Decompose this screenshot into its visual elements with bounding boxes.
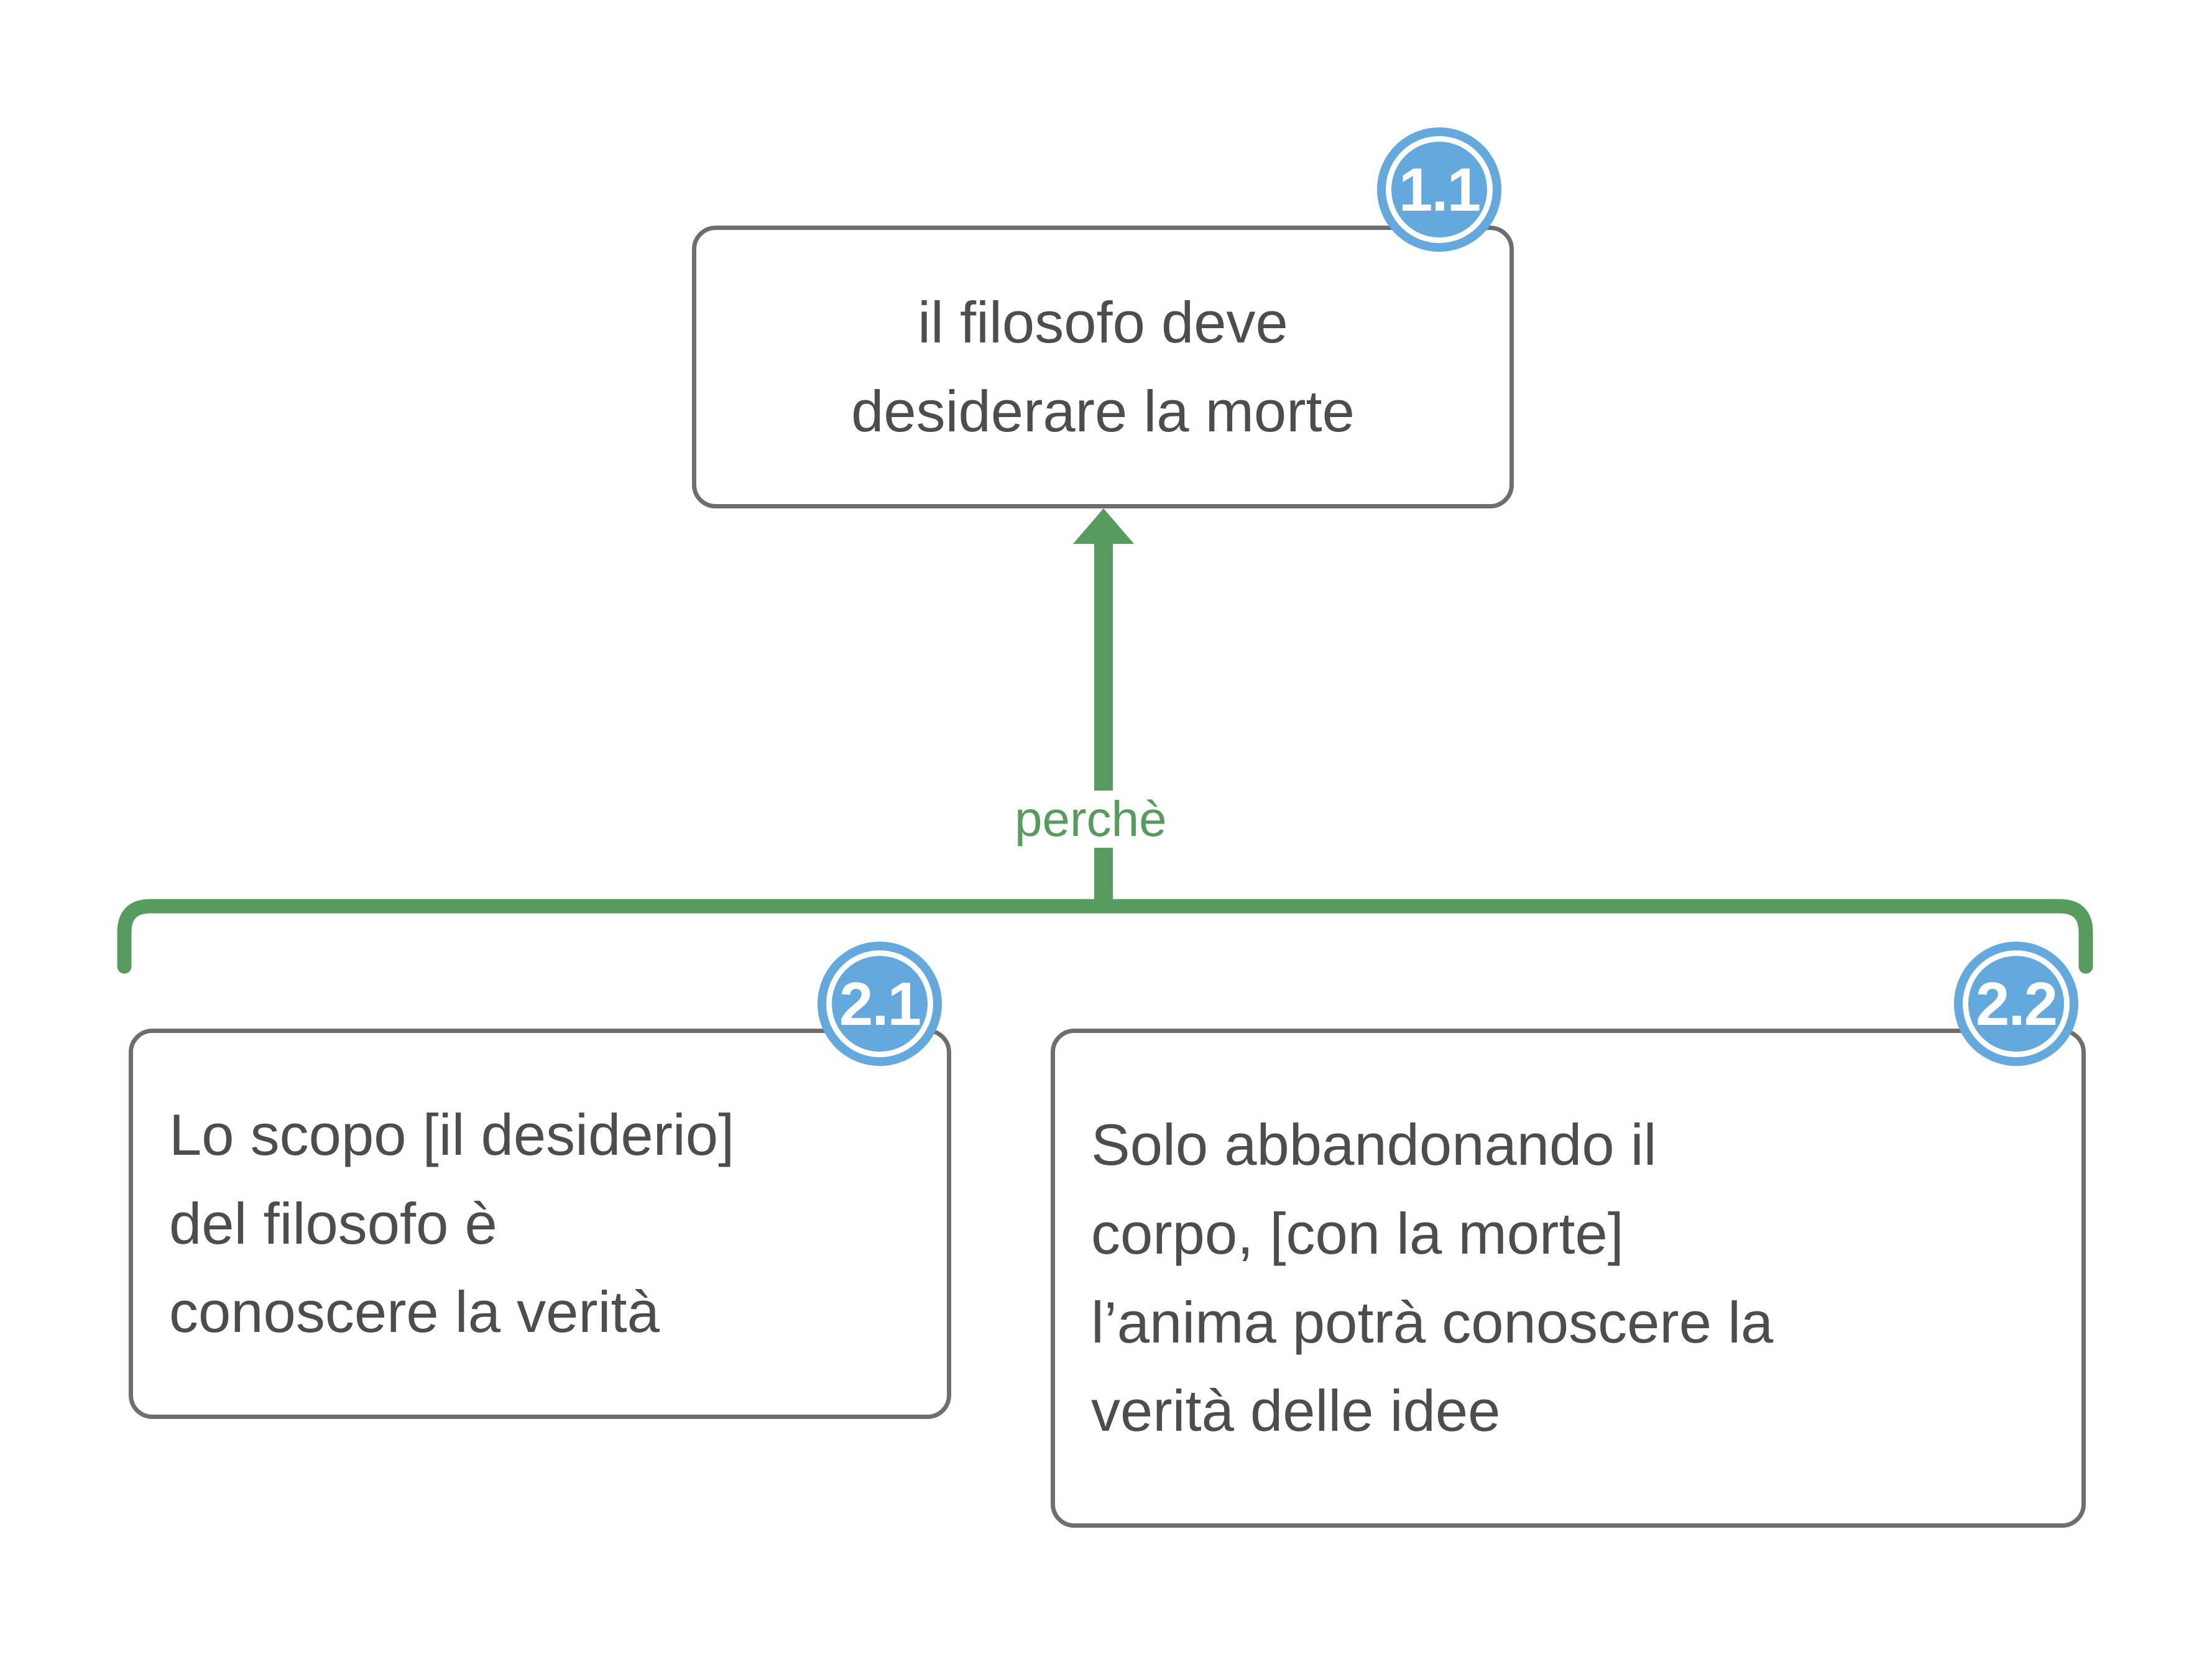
- badge-ring-icon: [1386, 136, 1493, 243]
- node-1-1[interactable]: il filosofo deve desiderare la morte: [692, 226, 1514, 508]
- badge-2-1-label: 2.1: [839, 970, 921, 1038]
- badge-2-2[interactable]: 2.2: [1954, 942, 2078, 1066]
- node-2-1[interactable]: Lo scopo [il desiderio] del filosofo è c…: [129, 1029, 951, 1419]
- node-2-1-text: Lo scopo [il desiderio] del filosofo è c…: [169, 1101, 735, 1345]
- badge-2-1[interactable]: 2.1: [818, 942, 942, 1066]
- badge-2-2-label: 2.2: [1975, 970, 2058, 1038]
- arrow-head: [1073, 508, 1134, 544]
- badge-1-1-label: 1.1: [1398, 155, 1481, 224]
- edge-label-perche: perchè: [1006, 791, 1176, 848]
- node-1-1-text: il filosofo deve desiderare la morte: [851, 289, 1355, 444]
- premise-bracket: [117, 899, 2093, 974]
- badge-1-1[interactable]: 1.1: [1377, 127, 1501, 252]
- node-2-2[interactable]: Solo abbandonando il corpo, [con la mort…: [1051, 1029, 2086, 1528]
- node-2-2-text: Solo abbandonando il corpo, [con la mort…: [1091, 1111, 1774, 1444]
